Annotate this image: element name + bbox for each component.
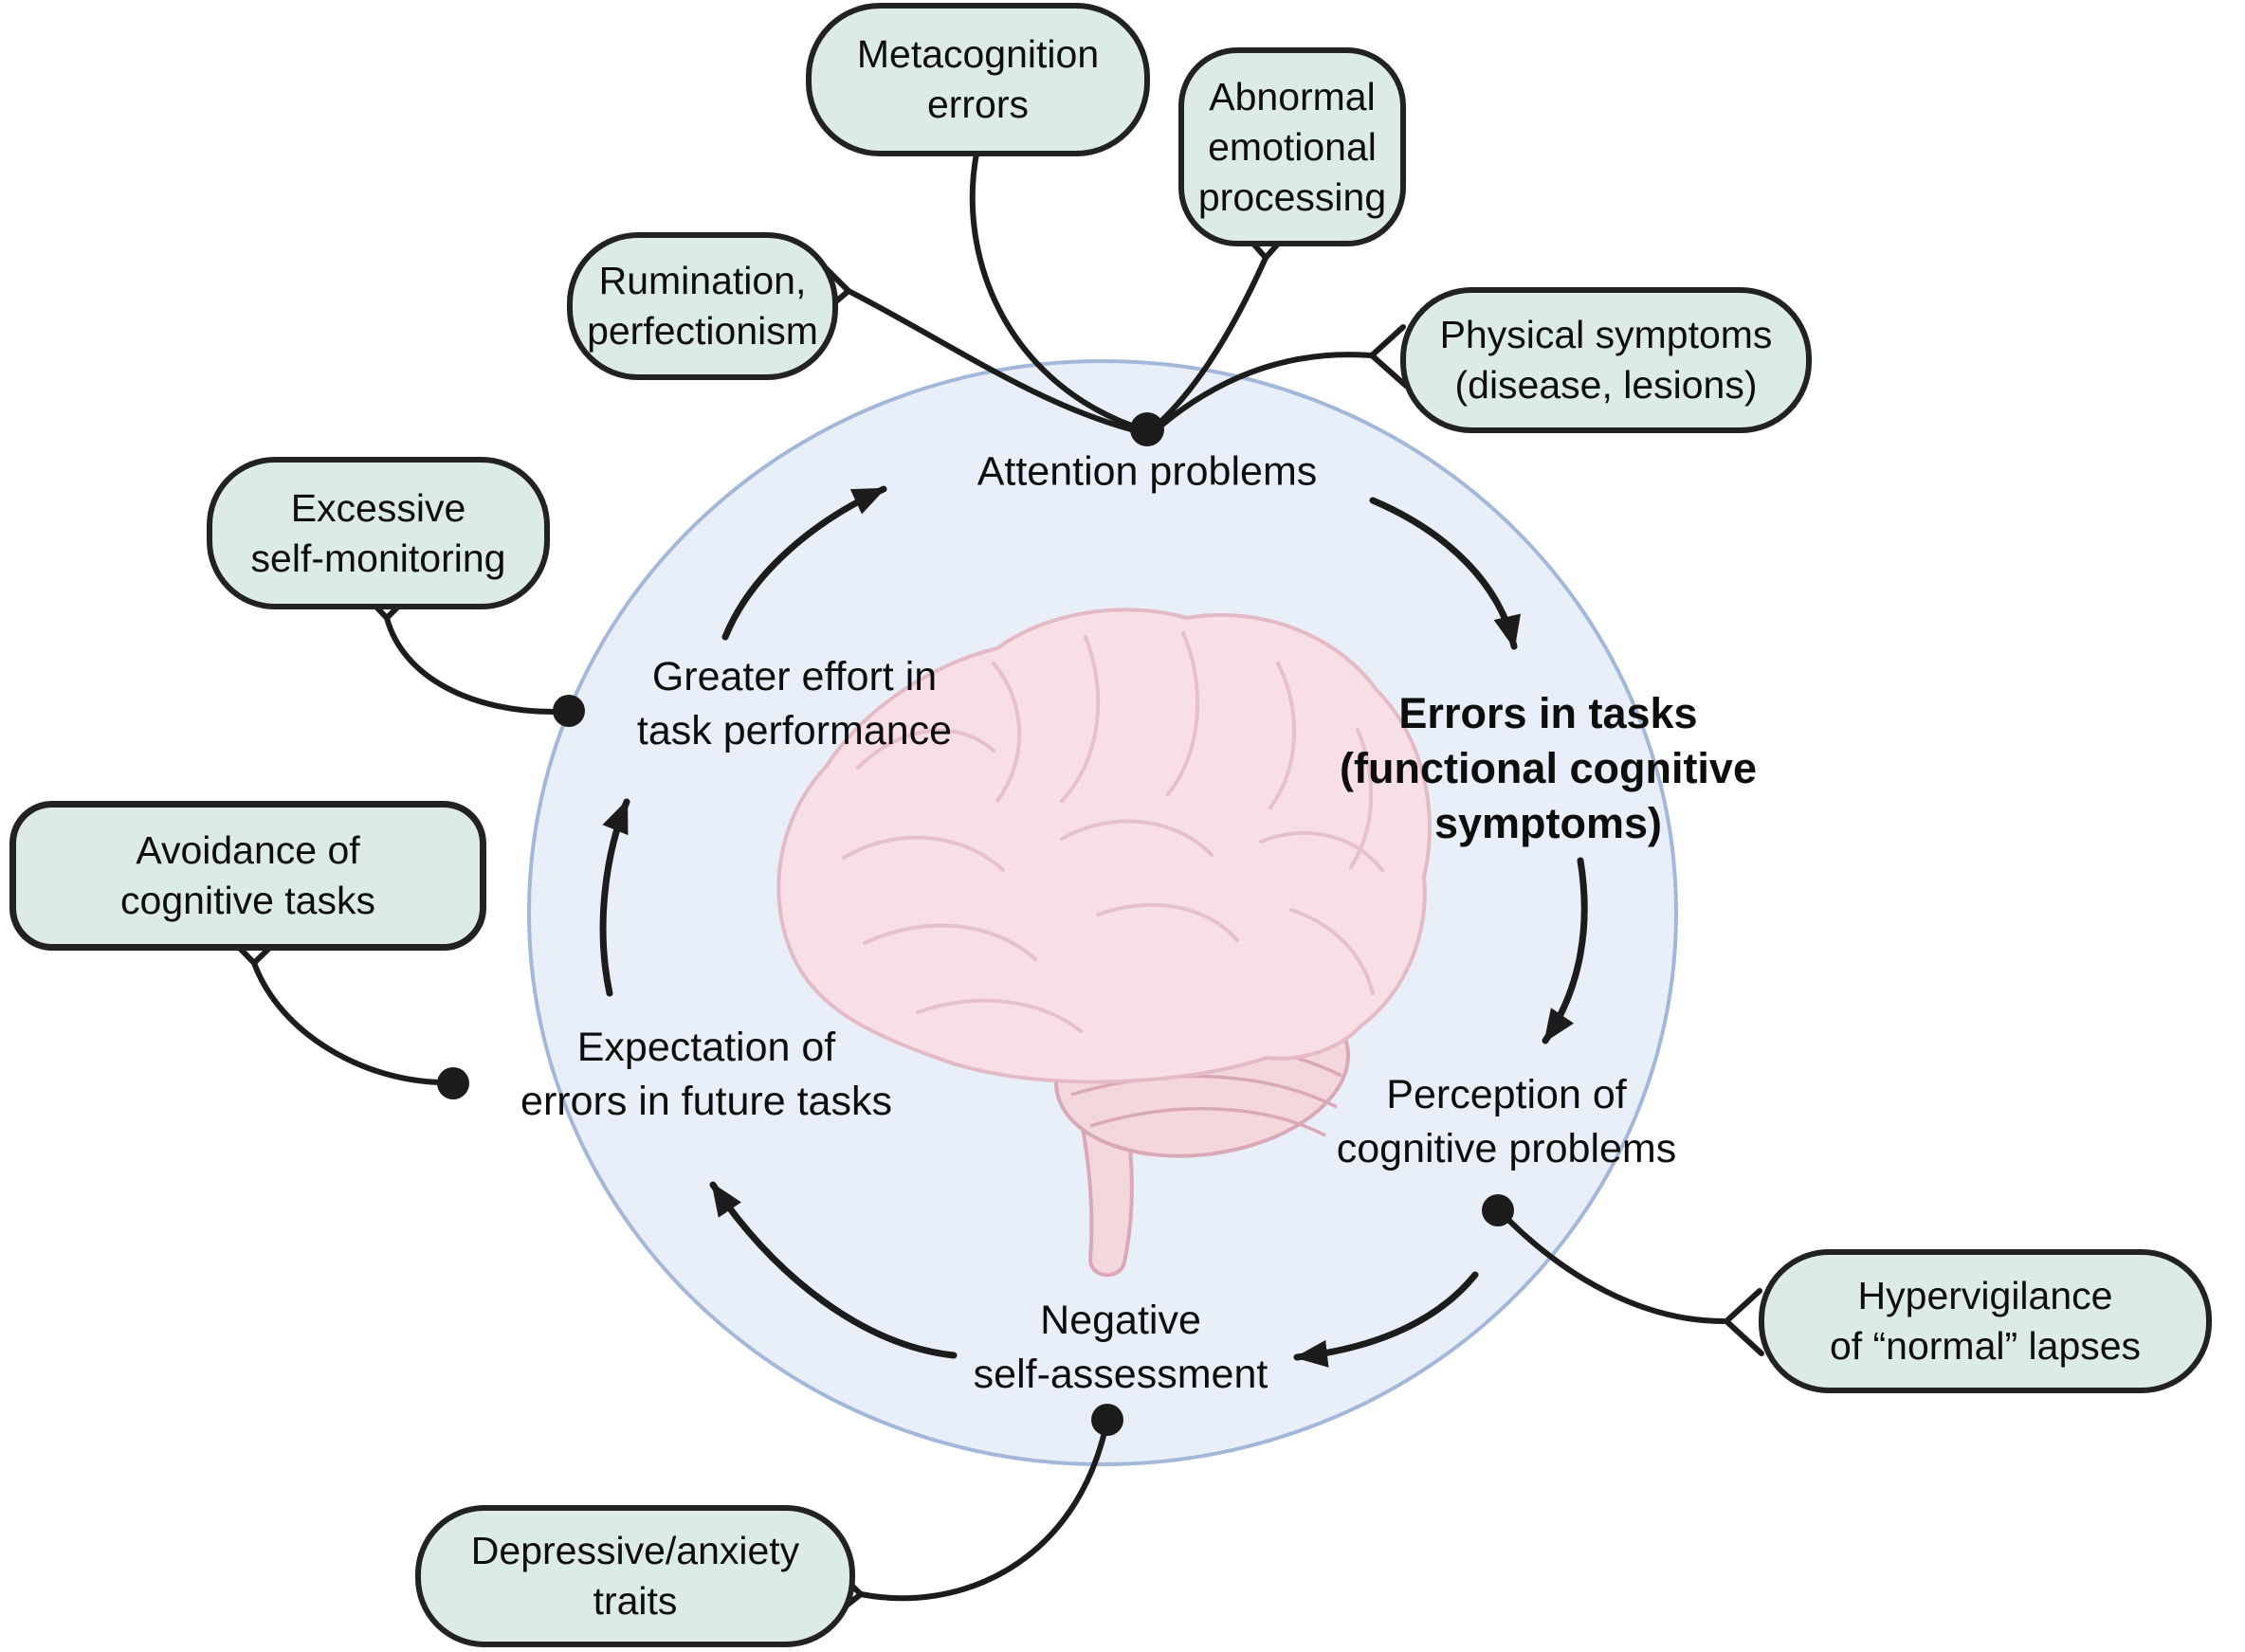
connector-avoidance <box>251 960 444 1085</box>
bubble-hypervigilance-lapses: Hypervigilance of “normal” lapses <box>1759 1249 2212 1393</box>
connector-hypervigilance <box>1506 1218 1726 1324</box>
dot-attention <box>1130 412 1164 446</box>
dot-perception <box>1482 1194 1514 1226</box>
bubble-self-monitoring-label: Excessive self-monitoring <box>250 485 506 580</box>
dot-expectation <box>437 1067 469 1099</box>
bubble-excessive-self-monitoring: Excessive self-monitoring <box>207 457 550 609</box>
cycle-node-attention-problems: Attention problems <box>976 448 1318 495</box>
arrow-perception-to-negative <box>1293 1271 1479 1368</box>
bubble-avoidance-label: Avoidance of cognitive tasks <box>120 828 375 922</box>
bubble-physical-label: Physical symptoms (disease, lesions) <box>1439 313 1773 407</box>
bubble-physical-symptoms: Physical symptoms (disease, lesions) <box>1400 287 1812 433</box>
cycle-node-greater-effort: Greater effort in task performance <box>636 654 953 753</box>
cycle-node-errors-in-tasks: Errors in tasks (functional cognitive sy… <box>1339 689 1757 847</box>
bubble-rumination-perfectionism: Rumination, perfectionism <box>567 232 838 380</box>
arrow-negative-to-expectation <box>709 1181 958 1359</box>
cycle-node-perception-of-cognitive-problems: Perception of cognitive problems <box>1336 1072 1677 1171</box>
bubble-metacognition-errors: Metacognition errors <box>806 3 1150 156</box>
brain-illustration <box>776 608 1432 1278</box>
cycle-node-expectation-of-errors: Expectation of errors in future tasks <box>520 1025 892 1124</box>
bubble-abnormal-emotional-processing: Abnormal emotional processing <box>1178 47 1406 246</box>
connector-rumination <box>846 288 1134 432</box>
connector-physical-symptoms <box>1159 352 1375 427</box>
bubble-depressive-label: Depressive/anxiety traits <box>470 1529 800 1623</box>
bubble-rumination-label: Rumination, perfectionism <box>587 259 818 353</box>
cycle-node-negative-self-assessment: Negative self-assessment <box>973 1298 1269 1397</box>
fork-hypervigilance-icon <box>1722 1288 1764 1356</box>
bubble-abnormal-label: Abnormal emotional processing <box>1197 74 1387 219</box>
arrow-expectation-to-effort <box>599 798 630 997</box>
connector-abnormal-emotional <box>1156 255 1269 427</box>
arrow-effort-to-attention <box>721 485 887 641</box>
connector-metacognition <box>969 151 1137 429</box>
bubble-hypervigilance-label: Hypervigilance of “normal” lapses <box>1829 1274 2142 1368</box>
anchor-dots <box>437 412 1514 1436</box>
dot-effort <box>553 695 585 727</box>
arrow-attention-to-errors <box>1369 497 1521 650</box>
factor-connectors <box>251 151 1726 1602</box>
fork-physical-icon <box>1367 324 1409 389</box>
cycle-arrows <box>599 485 1588 1368</box>
arrow-errors-to-perception <box>1542 857 1588 1044</box>
bubble-metacognition-label: Metacognition errors <box>856 32 1100 126</box>
brain-gyri <box>842 631 1384 1033</box>
bubble-depressive-anxiety-traits: Depressive/anxiety traits <box>415 1505 855 1647</box>
connector-depressive <box>858 1433 1106 1602</box>
connector-self-monitoring <box>384 615 560 716</box>
dot-negative <box>1091 1404 1123 1436</box>
cerebrum <box>776 608 1432 1084</box>
bubble-avoidance-cognitive-tasks: Avoidance of cognitive tasks <box>9 801 486 951</box>
